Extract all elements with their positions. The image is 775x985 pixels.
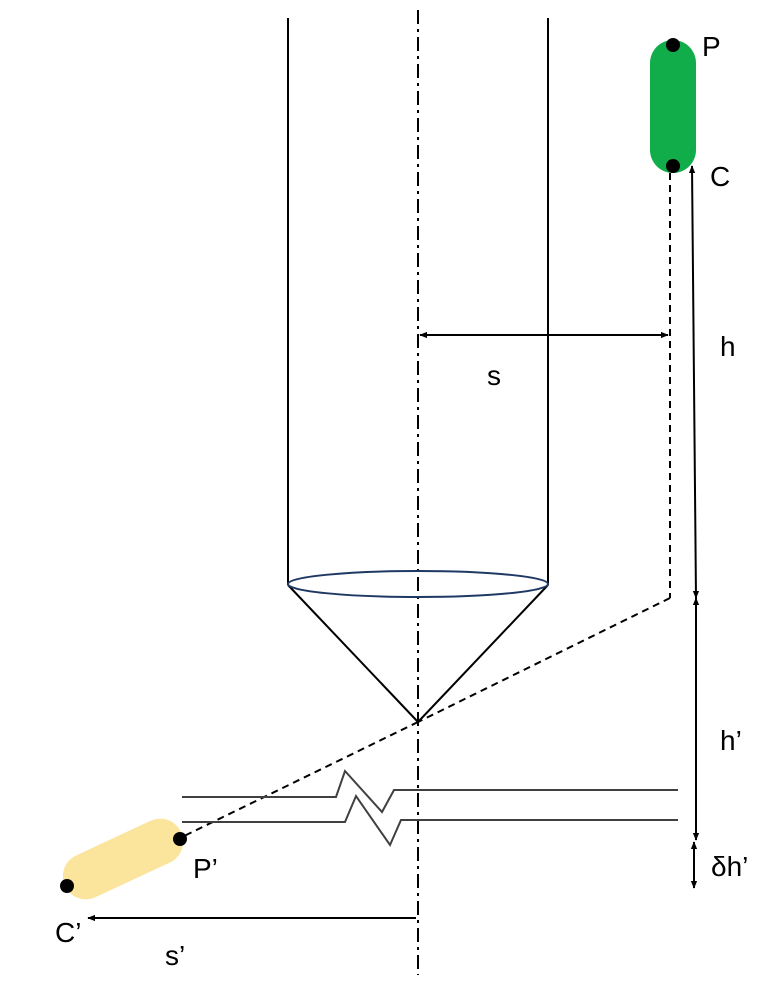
cone-left-edge [287, 584, 419, 723]
image-capsule [62, 818, 184, 900]
interface-top [182, 769, 678, 814]
label-c: C [710, 161, 730, 192]
label-p-prime: P’ [193, 853, 218, 884]
point-p-prime [173, 832, 187, 846]
lens [287, 570, 549, 598]
label-p: P [702, 31, 721, 62]
label-s-prime: s’ [165, 940, 185, 971]
point-c [666, 159, 680, 173]
ray-refracted [179, 721, 419, 839]
label-s: s [487, 360, 501, 391]
object-capsule [650, 40, 696, 173]
ray-to-focus [417, 597, 671, 723]
interface-bottom [182, 793, 678, 848]
point-p [666, 38, 680, 52]
delta-symbol: δ [711, 851, 727, 882]
delta-h-text: h’ [727, 851, 749, 882]
label-h-prime: h’ [720, 725, 742, 756]
label-h: h [720, 331, 736, 362]
point-c-prime [60, 879, 74, 893]
h-dimension-arrow [688, 165, 700, 599]
label-delta-h-prime: δh’ [711, 851, 748, 882]
label-c-prime: C’ [55, 917, 81, 948]
cone-right-edge [417, 584, 549, 723]
